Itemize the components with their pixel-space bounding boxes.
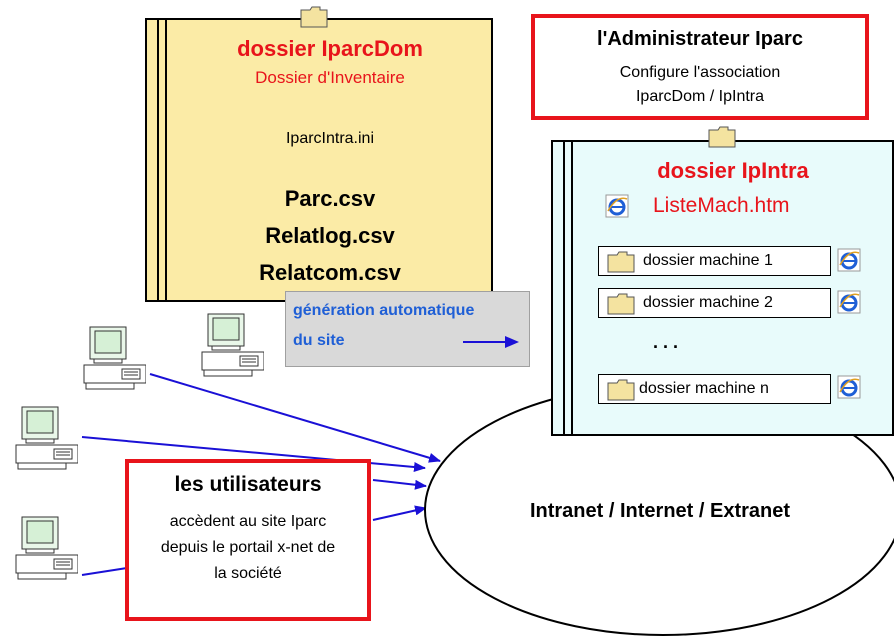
admin-line2: IparcDom / IpIntra [635, 88, 765, 105]
user-arrow-3 [372, 479, 427, 490]
iparcdom-folder-panel: dossier IparcDom Dossier d'Inventaire Ip… [145, 18, 493, 302]
computer-icon [83, 326, 146, 390]
folder-icon [708, 126, 736, 148]
ipintra-folder-panel: dossier IpIntra ListeMach.htm dossier ma… [551, 140, 894, 436]
machine-folder-label: dossier machine n [639, 380, 769, 397]
browser-icon [837, 290, 861, 314]
computer-icon [201, 313, 264, 377]
machine-folder-2[interactable]: dossier machine 2 [598, 288, 831, 318]
computer-icon [15, 516, 78, 580]
iparcdom-title: dossier IparcDom [237, 36, 423, 61]
admin-title: l'Administrateur Iparc [597, 28, 803, 50]
network-label: Intranet / Internet / Extranet [529, 500, 791, 522]
iparcdom-file-parc: Parc.csv [284, 186, 376, 211]
user-arrow-1 [149, 373, 441, 463]
iparcdom-ini-file: IparcIntra.ini [285, 130, 375, 147]
right-arrow-icon [463, 336, 519, 348]
machine-ellipsis: . . . [653, 332, 679, 352]
users-line3: la société [214, 565, 282, 582]
users-line2: depuis le portail x-net de [160, 539, 336, 556]
computer-icon [15, 406, 78, 470]
folder-icon [607, 293, 635, 315]
iparcdom-subtitle: Dossier d'Inventaire [255, 68, 405, 87]
iparcdom-file-relatcom: Relatcom.csv [259, 260, 401, 285]
admin-box: l'Administrateur Iparc Configure l'assoc… [531, 14, 869, 120]
users-title: les utilisateurs [174, 473, 322, 496]
user-arrow-4 [372, 505, 427, 521]
machine-folder-label: dossier machine 2 [643, 294, 773, 311]
browser-icon [837, 248, 861, 272]
browser-icon [605, 194, 629, 218]
browser-icon [837, 375, 861, 399]
machine-folder-1[interactable]: dossier machine 1 [598, 246, 831, 276]
machine-folder-label: dossier machine 1 [643, 252, 773, 269]
ipintra-title: dossier IpIntra [657, 158, 809, 183]
users-box: les utilisateurs accèdent au site Iparc … [125, 459, 371, 621]
admin-line1: Configure l'association [619, 64, 781, 81]
iparcdom-file-relatlog: Relatlog.csv [265, 223, 395, 248]
ipintra-file: ListeMach.htm [653, 194, 790, 217]
users-line1: accèdent au site Iparc [169, 513, 327, 530]
machine-folder-n[interactable]: dossier machine n [598, 374, 831, 404]
user-line-5 [81, 567, 128, 576]
generation-line2: du site [293, 332, 345, 349]
folder-icon [607, 251, 635, 273]
folder-icon [607, 379, 635, 401]
generation-box: génération automatique du site [285, 291, 530, 367]
folder-icon [300, 6, 328, 28]
generation-line1: génération automatique [293, 302, 475, 319]
